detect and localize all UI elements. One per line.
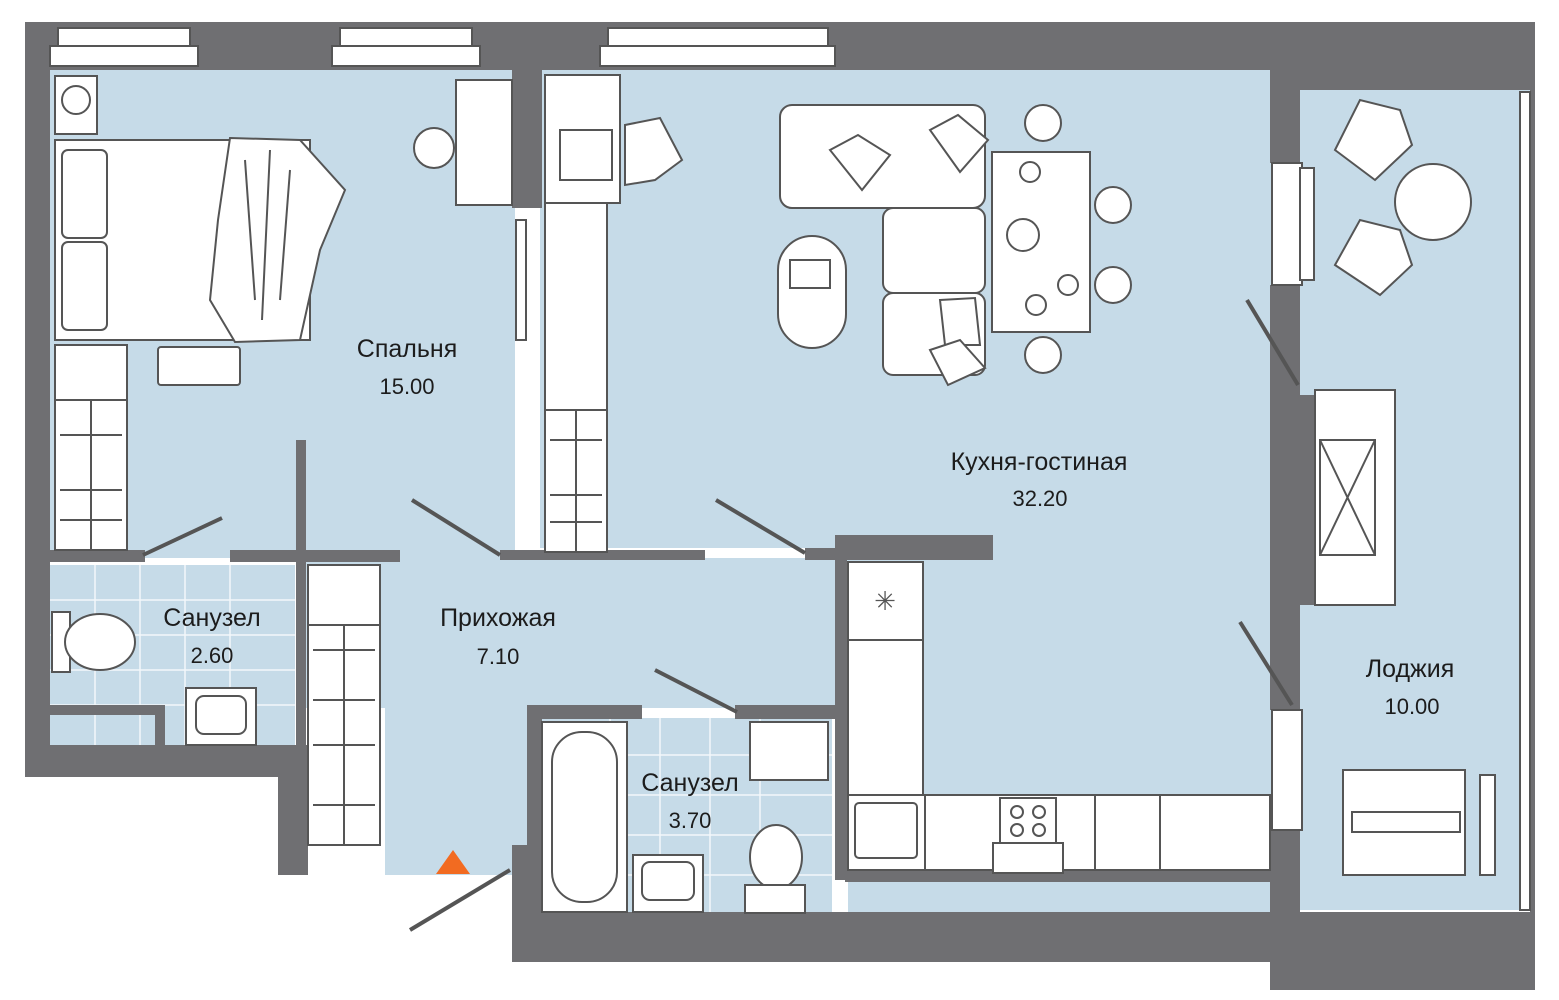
bathroom2-fixtures [541,721,829,914]
room-area-kitchen: 32.20 [1012,486,1068,511]
room-area-bath2: 3.70 [668,808,712,833]
coffee-table [777,235,847,349]
kitchen-counter [847,561,1271,874]
floor-hall [300,558,840,708]
room-name-bath2: Санузел [641,769,739,797]
door-swing-icon [142,298,1300,932]
floor-hall-lower [385,700,530,875]
wardrobe-bedroom [54,344,128,551]
room-name-bedroom: Спальня [356,335,458,363]
sofa [779,104,990,387]
loggia-furniture [1333,98,1496,876]
fridge-snowflake-icon: ✳ [874,587,896,617]
window-icon [49,27,1531,911]
room-name-kitchen: Кухня-гостиная [950,448,1128,476]
bathroom1-fixtures [51,611,257,746]
entrance-marker-icon [436,850,470,874]
room-name-loggia: Лоджия [1365,655,1455,683]
room-area-hall: 7.10 [476,644,520,669]
room-area-loggia: 10.00 [1384,694,1440,719]
room-area-bedroom: 15.00 [379,374,435,399]
dining-table [991,104,1132,374]
room-name-bath1: Санузел [163,604,261,632]
bed [54,136,347,344]
room-area-bath1: 2.60 [190,643,234,668]
bedroom-decor [54,75,527,386]
office-chair [624,116,684,187]
wardrobe-hall [307,74,621,846]
room-name-hall: Прихожая [440,604,556,632]
